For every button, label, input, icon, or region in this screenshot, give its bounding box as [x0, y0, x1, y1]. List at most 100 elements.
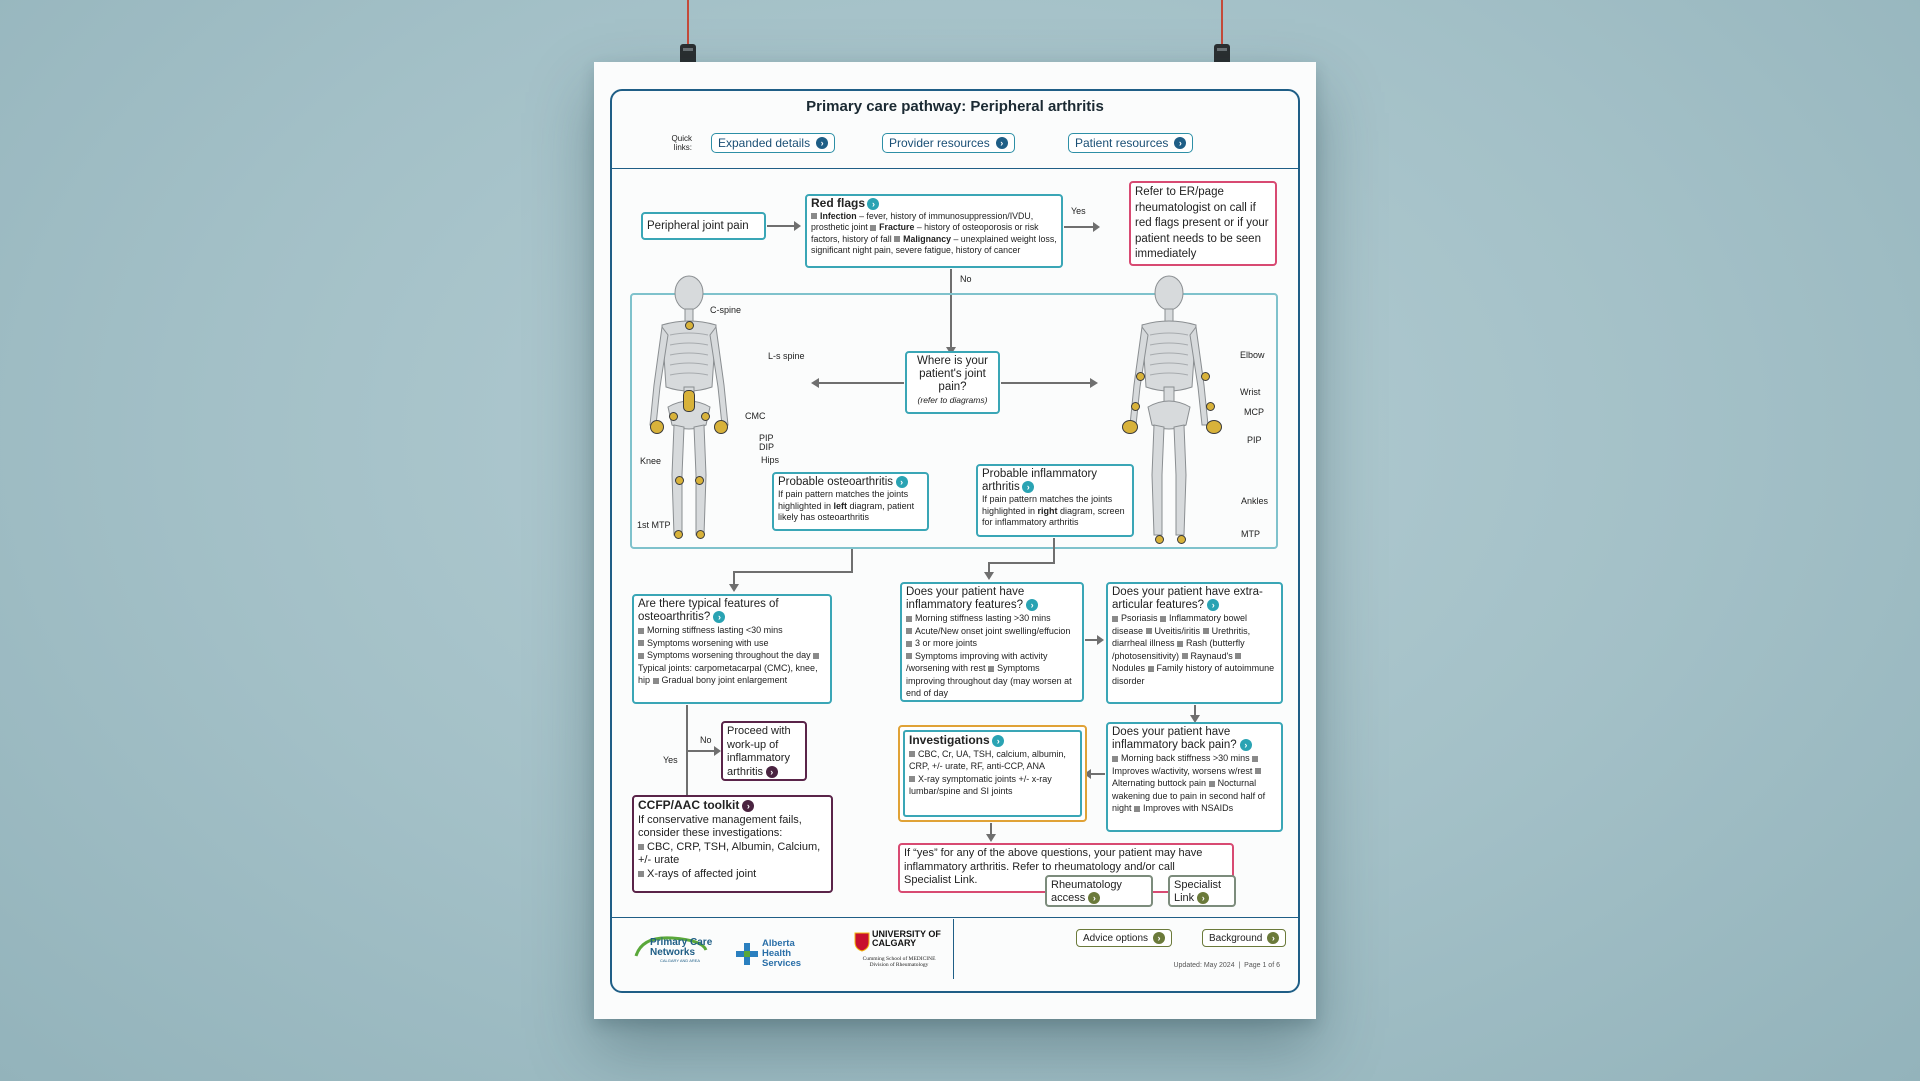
back-pain-text: Alternating buttock pain — [1112, 778, 1206, 788]
red-flags-box: Red flags › Infection – fever, history o… — [805, 194, 1063, 268]
chevron-right-icon[interactable]: › — [867, 198, 879, 210]
arrow-connector — [988, 562, 1055, 564]
arrow-head — [794, 221, 801, 231]
quick-link-expanded-details[interactable]: Expanded details› — [711, 133, 835, 153]
oa-feature-item: Morning stiffness lasting <30 mins — [638, 624, 826, 637]
arrow-head — [1090, 378, 1098, 388]
no-label: No — [960, 274, 972, 284]
chevron-right-icon[interactable]: › — [742, 800, 754, 812]
investigations-text: X-ray symptomatic joints +/- x-ray lumba… — [909, 774, 1052, 797]
joint-marker-knee-right — [695, 476, 704, 485]
specialist-link-button[interactable]: Specialist Link › — [1168, 875, 1236, 907]
background-button[interactable]: Background› — [1202, 929, 1286, 947]
advice-options-button[interactable]: Advice options› — [1076, 929, 1172, 947]
bullet-square — [811, 213, 817, 219]
pcn-logo-text: Primary Care Networks — [632, 932, 714, 958]
extra-articular-text: Raynaud's — [1191, 651, 1233, 661]
bullet-square — [1177, 641, 1183, 647]
quick-links-label: Quick links: — [664, 134, 692, 152]
hanging-string-left — [687, 0, 689, 46]
bullet-square — [1209, 781, 1215, 787]
bullet-square — [870, 225, 876, 231]
investigations-item: X-ray symptomatic joints +/- x-ray lumba… — [909, 773, 1076, 798]
chevron-right-icon: › — [1267, 932, 1279, 944]
joint-label-c-spine: C-spine — [710, 305, 741, 315]
probable-osteoarthritis-title: Probable osteoarthritis — [778, 476, 893, 488]
bullet-square — [988, 666, 994, 672]
bullet-square — [1203, 628, 1209, 634]
advice-options-label: Advice options — [1083, 933, 1148, 944]
chevron-right-icon[interactable]: › — [1022, 481, 1034, 493]
red-flag-infection: Infection — [820, 211, 857, 221]
chevron-right-icon[interactable]: › — [896, 476, 908, 488]
bullet-square — [1255, 768, 1261, 774]
header-divider — [612, 168, 1298, 169]
joint-label-ankles: Ankles — [1241, 496, 1268, 506]
ia-feature-item: Symptoms improving with activity /worsen… — [906, 650, 1078, 700]
joint-marker-mcp-right — [1206, 420, 1222, 434]
ia-features-title: Does your patient have inflammatory feat… — [906, 586, 1024, 611]
joint-marker-elbow-left — [1136, 372, 1145, 381]
skeleton-right-diagram — [1124, 275, 1214, 555]
quick-link-patient-resources[interactable]: Patient resources› — [1068, 133, 1193, 153]
quick-link-provider-resources[interactable]: Provider resources › — [882, 133, 1015, 153]
joint-marker-elbow-right — [1201, 372, 1210, 381]
probable-oa-text-b: left — [834, 501, 848, 511]
ccfp-toolkit-item-text: X-rays of affected joint — [647, 868, 756, 880]
chevron-right-icon[interactable]: › — [713, 611, 725, 623]
chevron-right-icon: › — [996, 137, 1008, 149]
bullet-square — [638, 844, 644, 850]
ccfp-toolkit-box: CCFP/AAC toolkit › If conservative manag… — [632, 795, 833, 893]
oa-feature-text: Morning stiffness lasting <30 mins — [647, 625, 783, 635]
investigations-text: CBC, Cr, UA, TSH, calcium, albumin, CRP,… — [909, 749, 1066, 772]
arrow-connector — [851, 549, 853, 573]
chevron-right-icon[interactable]: › — [1026, 599, 1038, 611]
chevron-right-icon[interactable]: › — [1240, 739, 1252, 751]
hanging-string-right — [1221, 0, 1223, 46]
oa-features-header: Are there typical features of osteoarthr… — [638, 598, 826, 624]
chevron-right-icon[interactable]: › — [766, 766, 778, 778]
arrow-connector — [733, 571, 853, 573]
arrow-connector — [767, 225, 797, 227]
bullet-square — [813, 653, 819, 659]
chevron-right-icon: › — [1088, 892, 1100, 904]
chevron-right-icon[interactable]: › — [1207, 599, 1219, 611]
chevron-right-icon[interactable]: › — [992, 735, 1004, 747]
quick-link-label: Provider resources — [889, 136, 990, 150]
probable-inflammatory-header: Probable inflammatory arthritis › — [982, 468, 1128, 494]
probable-osteoarthritis-text: If pain pattern matches the joints highl… — [778, 489, 923, 524]
where-pain-hint: (refer to diagrams) — [911, 394, 994, 407]
oa-feature-text: Gradual bony joint enlargement — [662, 675, 788, 685]
bullet-square — [1182, 653, 1188, 659]
arrow-head — [986, 834, 996, 842]
joint-label-knee: Knee — [640, 456, 661, 466]
joint-label-cmc: CMC — [745, 411, 766, 421]
arrow-connector — [1053, 538, 1055, 564]
chevron-right-icon: › — [816, 137, 828, 149]
ahs-logo: Alberta Health Services — [736, 939, 822, 969]
probable-inflammatory-box: Probable inflammatory arthritis › If pai… — [976, 464, 1134, 537]
oa-feature-text: Symptoms worsening throughout the day — [647, 650, 811, 660]
back-pain-text: Improves w/activity, worsens w/rest — [1112, 766, 1252, 776]
ia-feature-text: 3 or more joints — [915, 638, 977, 648]
ccfp-toolkit-intro: If conservative management fails, consid… — [638, 814, 827, 841]
ahs-logo-text: Alberta Health Services — [762, 939, 822, 969]
extra-articular-text: Psoriasis — [1121, 613, 1158, 623]
bullet-square — [1112, 616, 1118, 622]
ia-features-box: Does your patient have inflammatory feat… — [900, 582, 1084, 702]
arrow-head — [1097, 635, 1104, 645]
rheumatology-access-button[interactable]: Rheumatology access › — [1045, 875, 1153, 907]
arrow-head — [714, 746, 721, 756]
updated-text: Updated: May 2024 | Page 1 of 6 — [1088, 962, 1280, 969]
arrow-connector — [1064, 226, 1096, 228]
joint-marker-c-spine — [685, 321, 694, 330]
bullet-square — [906, 653, 912, 659]
joint-label-pip-right: PIP — [1247, 435, 1262, 445]
back-pain-header: Does your patient have inflammatory back… — [1112, 726, 1277, 752]
oa-feature-text: Symptoms worsening with use — [647, 638, 769, 648]
joint-marker-ankle-right — [1177, 535, 1186, 544]
red-flags-title: Red flags — [811, 196, 865, 210]
joint-marker-mtp-right — [696, 530, 705, 539]
joint-marker-knee-left — [675, 476, 684, 485]
joint-label-1st-mtp: 1st MTP — [637, 520, 671, 530]
